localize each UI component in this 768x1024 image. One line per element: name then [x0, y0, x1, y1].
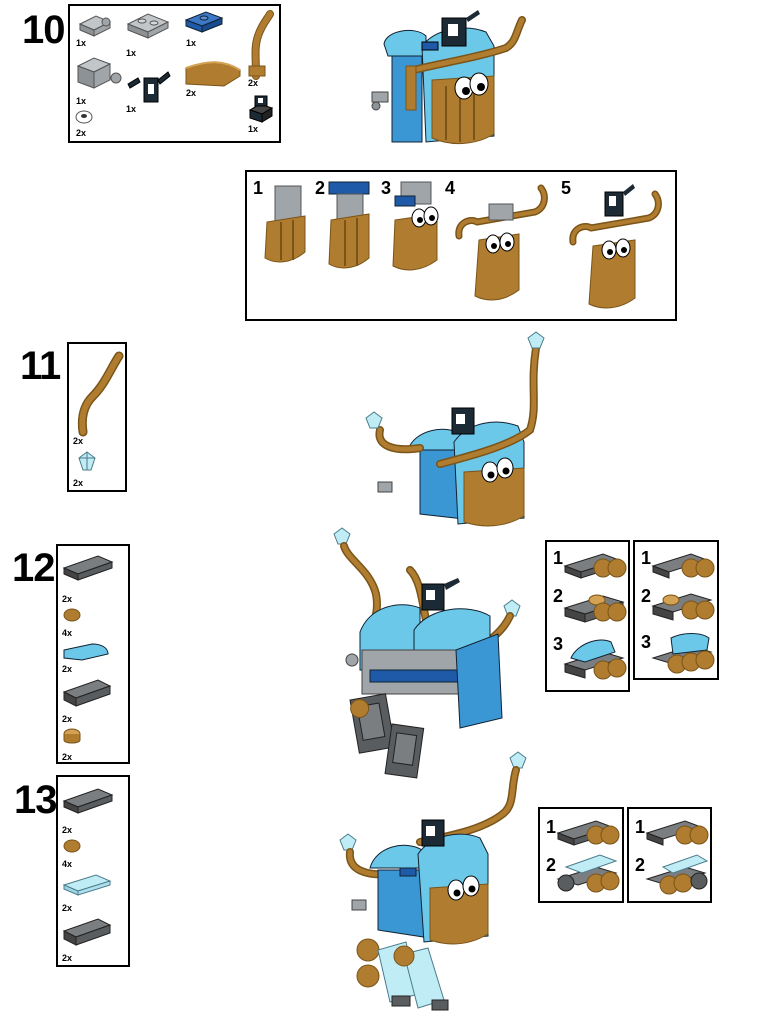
substep-number: 3 — [641, 632, 652, 652]
substep-4-model — [455, 184, 548, 301]
step-number-11: 11 — [20, 344, 61, 388]
dark-gray-bracket-part — [62, 679, 112, 707]
sub-12b-1-model — [651, 553, 715, 579]
qty-label: 2x — [62, 714, 73, 724]
qty-label: 2x — [62, 953, 73, 963]
parts-list-step-11: 2x 2x — [67, 342, 127, 492]
dark-blue-bar-holder-part — [127, 71, 171, 103]
gray-bracket-part — [76, 57, 122, 89]
substep-number: 4 — [445, 178, 456, 198]
white-round-tile-part — [75, 110, 93, 124]
sub-13a-2-model — [556, 854, 620, 893]
qty-label: 2x — [73, 436, 84, 446]
substep-1-model — [264, 185, 306, 263]
sub-13b-1-model — [645, 820, 709, 846]
nougat-tentacle-part — [77, 351, 124, 437]
qty-label: 2x — [76, 128, 87, 138]
trans-light-blue-tile-part — [62, 874, 112, 896]
substeps-callout-step-10: 1 2 3 4 5 — [245, 170, 677, 321]
sub-13a-1-model — [556, 820, 620, 846]
model-step-13 — [339, 751, 527, 1011]
substep-5-model — [569, 184, 662, 309]
nougat-round-plate-part — [63, 839, 81, 853]
substep-3-model — [392, 181, 439, 271]
subassembly-callout-12b: 1 2 3 — [633, 540, 719, 680]
qty-label: 2x — [248, 78, 259, 88]
gray-plate-clip-part — [78, 15, 112, 37]
sub-12a-3-model — [563, 639, 627, 680]
qty-label: 4x — [62, 628, 73, 638]
qty-label: 1x — [76, 38, 87, 48]
qty-label: 2x — [62, 752, 73, 762]
qty-label: 1x — [126, 104, 137, 114]
model-step-10 — [371, 10, 526, 145]
subassembly-callout-13a: 1 2 — [538, 807, 624, 903]
sub-12a-1-model — [563, 553, 627, 579]
sub-12b-3-model — [651, 633, 715, 674]
step-number-12: 12 — [12, 546, 55, 590]
sub-13b-2-model — [645, 854, 709, 895]
nougat-tentacle-part — [248, 10, 274, 80]
substep-number: 1 — [641, 548, 652, 568]
qty-label: 2x — [62, 594, 73, 604]
gray-plate-2x2-part — [126, 13, 170, 39]
substep-number: 1 — [553, 548, 564, 568]
substep-number: 2 — [546, 855, 557, 875]
substep-number: 2 — [553, 586, 564, 606]
substep-number: 3 — [381, 178, 392, 198]
dark-gray-plate-part — [62, 788, 114, 814]
qty-label: 2x — [186, 88, 197, 98]
parts-list-step-10: 1x 1x 1x 2x 1x 1x 2x — [68, 4, 281, 143]
dark-gray-bracket-part — [62, 918, 112, 946]
sub-12b-2-model — [651, 593, 715, 621]
nougat-round-brick-part — [63, 728, 81, 744]
black-bracket-part — [248, 95, 274, 123]
qty-label: 2x — [73, 478, 84, 488]
substep-number: 1 — [253, 178, 264, 198]
substep-number: 2 — [641, 586, 652, 606]
subassembly-callout-12a: 1 2 3 — [545, 540, 630, 692]
sub-12a-2-model — [563, 594, 627, 623]
substep-number: 5 — [561, 178, 572, 198]
qty-label: 2x — [62, 825, 73, 835]
step-number-10: 10 — [22, 8, 65, 52]
qty-label: 2x — [62, 664, 73, 674]
qty-label: 1x — [126, 48, 137, 58]
model-step-12 — [333, 527, 521, 779]
qty-label: 4x — [62, 859, 73, 869]
qty-label: 1x — [76, 96, 87, 106]
substep-number: 1 — [635, 817, 646, 837]
qty-label: 2x — [62, 903, 73, 913]
trans-light-blue-jewel-part — [78, 451, 96, 471]
nougat-round-plate-part — [63, 608, 81, 622]
substep-number: 2 — [315, 178, 326, 198]
subassembly-callout-13b: 1 2 — [627, 807, 712, 903]
substep-number: 2 — [635, 855, 646, 875]
medium-azure-curved-slope-part — [63, 643, 109, 661]
qty-label: 1x — [248, 124, 259, 134]
substep-2-model — [328, 181, 370, 269]
substep-number: 1 — [546, 817, 557, 837]
parts-list-step-12: 2x 4x 2x 2x 2x — [56, 544, 130, 764]
dark-gray-plate-part — [62, 555, 114, 581]
model-step-11 — [365, 331, 545, 527]
step-number-13: 13 — [14, 778, 57, 822]
nougat-slope-part — [185, 61, 241, 87]
parts-list-step-13: 2x 4x 2x 2x — [56, 775, 130, 967]
blue-plate-part — [184, 11, 224, 33]
qty-label: 1x — [186, 38, 197, 48]
substep-number: 3 — [553, 634, 564, 654]
